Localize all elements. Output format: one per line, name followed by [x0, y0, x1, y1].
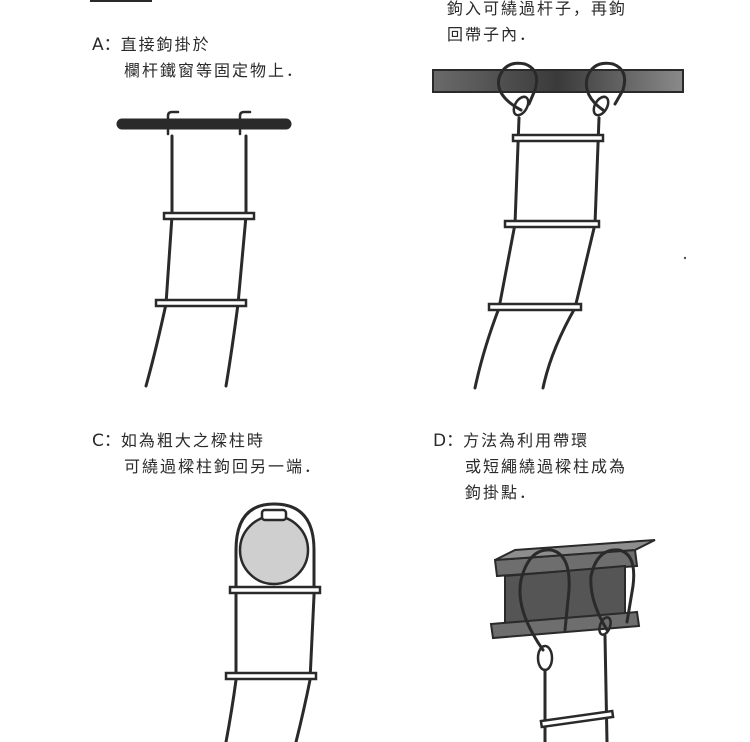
- panel-b-line2: 回帶子內．: [447, 25, 538, 44]
- panel-c: C：如為粗大之樑柱時 可繞過樑柱鉤回另一端．: [0, 400, 375, 742]
- loop-around-pillar: [234, 502, 316, 598]
- ladder-right-rope: [294, 594, 316, 742]
- ladder-right-rope: [603, 634, 609, 742]
- ladder-rung: [224, 671, 318, 681]
- ladder-left-rope: [473, 116, 521, 390]
- panel-c-letter: C：: [92, 431, 121, 451]
- left-strap-loop: [518, 548, 571, 652]
- panel-b-illustration: [432, 61, 687, 390]
- panel-a-caption: A：直接鉤掛於 欄杆鐵窗等固定物上．: [92, 32, 304, 84]
- panel-a: A：直接鉤掛於 欄杆鐵窗等固定物上．: [0, 0, 375, 400]
- ladder-rung: [162, 211, 256, 221]
- panel-d-caption: D：方法為利用帶環 或短繩繞過樑柱成為 鉤掛點．: [433, 428, 627, 506]
- panel-b-caption: 鉤入可繞過杆子，再鉤 回帶子內．: [447, 0, 627, 48]
- ladder-right-rope: [541, 116, 601, 390]
- left-hook-icon: [166, 110, 180, 136]
- ladder-rung: [539, 709, 615, 729]
- hook-icon: [260, 508, 288, 522]
- ladder-rung: [511, 133, 605, 143]
- ladder-left-rope: [144, 134, 174, 388]
- left-hook-icon: [496, 61, 539, 112]
- right-hook-icon: [584, 61, 627, 112]
- panel-d-line3: 鉤掛點．: [465, 483, 538, 502]
- panel-d-line2: 或短繩繞過樑柱成為: [465, 457, 628, 476]
- panel-a-letter: A：: [92, 35, 121, 55]
- panel-a-line2: 欄杆鐵窗等固定物上．: [124, 61, 305, 80]
- ladder-left-rope: [224, 594, 238, 742]
- ladder-rung: [503, 219, 601, 229]
- panel-d-illustration: [489, 539, 656, 742]
- right-strap-loop: [589, 548, 636, 632]
- panel-d: D：方法為利用帶環 或短繩繞過樑柱成為 鉤掛點．: [375, 400, 750, 742]
- panel-a-illustration: [116, 110, 292, 388]
- panel-c-line1: 如為粗大之樑柱時: [120, 431, 265, 450]
- heading-glyph-marks: [90, 0, 152, 2]
- ladder-rung: [487, 302, 583, 312]
- panel-a-line1: 直接鉤掛於: [120, 35, 211, 54]
- pillar-section: [238, 514, 310, 586]
- panel-b-line1: 鉤入可繞過杆子，再鉤: [447, 0, 628, 18]
- panel-c-line2: 可繞過樑柱鉤回另一端．: [124, 457, 323, 476]
- ladder-rung: [228, 585, 322, 595]
- pole-bar: [432, 69, 684, 93]
- ladder-rung: [154, 298, 248, 308]
- panel-d-letter: D：: [433, 431, 464, 451]
- right-hook-icon: [238, 110, 252, 136]
- heading-fragment: [86, 0, 156, 8]
- ladder-right-rope: [224, 134, 248, 388]
- panel-c-illustration: [224, 502, 322, 742]
- panel-d-line1: 方法為利用帶環: [463, 431, 590, 450]
- panel-b: 鉤入可繞過杆子，再鉤 回帶子內．: [375, 0, 750, 400]
- panel-c-caption: C：如為粗大之樑柱時 可繞過樑柱鉤回另一端．: [92, 428, 322, 480]
